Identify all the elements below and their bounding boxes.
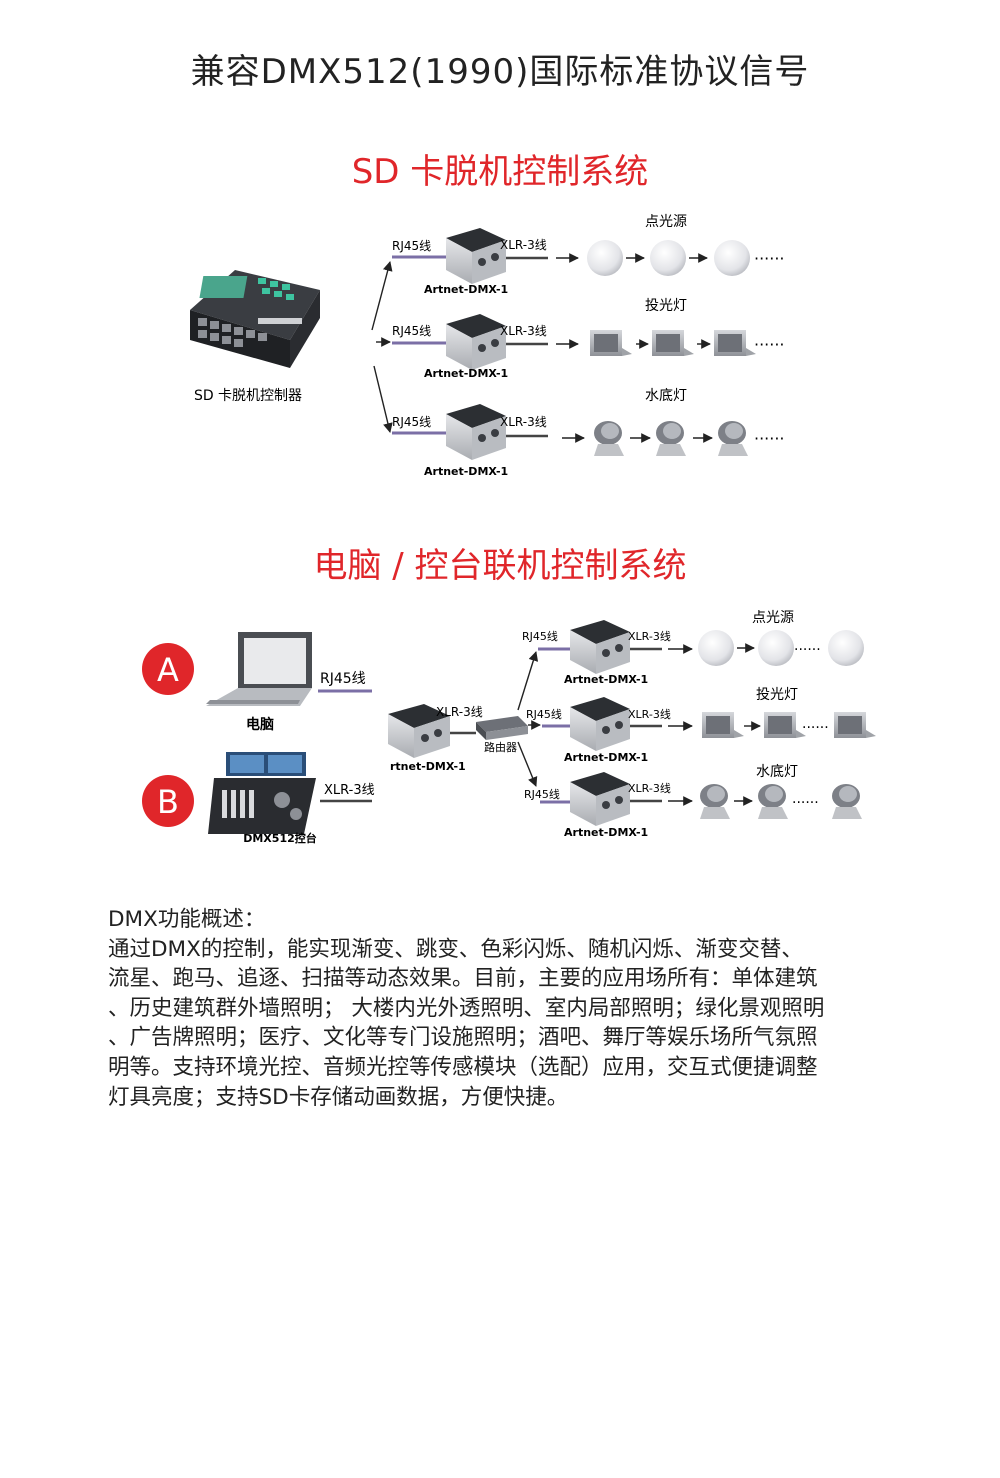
s2-b3-artnet-device [570, 772, 630, 826]
s2-b2-dots: ······ [802, 720, 829, 736]
s1-b3-underwater-light-1 [594, 421, 624, 456]
arrow-s2-branch-1 [517, 651, 539, 711]
s1-b3-fixture-label: 水底灯 [645, 388, 687, 404]
s2-b3-rj45-label: RJ45线 [524, 787, 560, 801]
description-line-2: 流星、跑马、追逐、扫描等动态效果。目前，主要的应用场所有：单体建筑 [108, 966, 818, 992]
s1-b1-point-light-2 [650, 240, 686, 276]
s1-b1-point-light-3 [714, 240, 750, 276]
arrow-s2-branch-3 [517, 741, 538, 787]
s2-b2-flood-light-3 [834, 712, 876, 738]
s2-branch-1: RJ45线 Artnet-DMX-1 XLR-3线 ······ 点光源 [522, 610, 864, 686]
s2-b3-underwater-light-2 [758, 784, 788, 819]
s2-b2-flood-light-1 [702, 712, 744, 738]
badge-a-letter: A [157, 651, 179, 689]
s1-b1-rj45-label: RJ45线 [392, 239, 431, 253]
s1-b2-artnet-device [446, 314, 506, 370]
hub-device-label: rtnet-DMX-1 [390, 760, 466, 773]
s2-b1-xlr-label: XLR-3线 [628, 629, 671, 643]
s2-b3-underwater-light-3 [832, 784, 862, 819]
computer-cable-label: RJ45线 [320, 671, 366, 687]
s1-b3-underwater-light-3 [718, 421, 748, 456]
s1-b3-rj45-label: RJ45线 [392, 415, 431, 429]
s2-b1-point-light-2 [758, 630, 794, 666]
s1-branch-3: RJ45线 Artnet-DMX-1 XLR-3线 ······ 水底灯 [392, 388, 785, 478]
s1-branch-1: RJ45线 Artnet-DMX-1 XLR-3线 ······ 点光源 [392, 214, 785, 296]
dmx-console-icon [208, 752, 316, 834]
s2-b2-device-label: Artnet-DMX-1 [564, 751, 648, 764]
section2-title: 电脑 / 控台联机控制系统 [313, 546, 687, 586]
s2-branch-3: RJ45线 Artnet-DMX-1 XLR-3线 ······ 水底灯 [524, 764, 862, 839]
s2-b3-device-label: Artnet-DMX-1 [564, 826, 648, 839]
s1-b2-flood-light-3 [714, 330, 756, 356]
description-line-1: 通过DMX的控制，能实现渐变、跳变、色彩闪烁、随机闪烁、渐变交替、 [108, 936, 803, 962]
system-diagram: SD 卡脱机控制器 RJ45线 Artnet-DMX-1 XLR-3线 ····… [142, 214, 876, 845]
s1-b2-flood-light-1 [590, 330, 632, 356]
page-title: 兼容DMX512(1990)国际标准协议信号 [190, 52, 810, 92]
arrow-branch-1 [371, 261, 393, 331]
description-line-4: 、广告牌照明；医疗、文化等专门设施照明；酒吧、舞厅等娱乐场所气氛照 [108, 1025, 818, 1051]
arrow-branch-3 [373, 365, 393, 433]
badge-a [142, 643, 194, 695]
s1-b1-device-label: Artnet-DMX-1 [424, 283, 508, 296]
s2-b3-xlr-label: XLR-3线 [628, 781, 671, 795]
description-line-3: 、历史建筑群外墙照明； 大楼内光外透照明、室内局部照明；绿化景观照明 [108, 995, 825, 1021]
s1-b3-device-label: Artnet-DMX-1 [424, 465, 508, 478]
s1-b2-dots: ······ [754, 335, 785, 354]
s1-b3-artnet-device [446, 404, 506, 460]
s2-branch-2: RJ45线 Artnet-DMX-1 XLR-3线 ······ 投光灯 [526, 687, 876, 764]
s1-b2-flood-light-2 [652, 330, 694, 356]
s2-b2-xlr-label: XLR-3线 [628, 707, 671, 721]
s2-b1-dots: ······ [794, 642, 821, 658]
s2-b3-dots: ······ [792, 795, 819, 811]
s2-b1-fixture-label: 点光源 [752, 610, 794, 626]
hub-cable-label: XLR-3线 [436, 705, 483, 719]
s2-b1-artnet-device [570, 620, 630, 674]
s2-b3-fixture-label: 水底灯 [756, 764, 798, 780]
description-line-6: 灯具亮度；支持SD卡存储动画数据，方便快捷。 [108, 1084, 569, 1110]
s2-b1-point-light-3 [828, 630, 864, 666]
s2-b1-point-light-1 [698, 630, 734, 666]
description-heading: DMX功能概述： [108, 907, 266, 932]
s1-b2-xlr-label: XLR-3线 [500, 324, 547, 338]
s1-b2-fixture-label: 投光灯 [645, 298, 687, 314]
badge-b [142, 775, 194, 827]
s2-b2-flood-light-2 [764, 712, 806, 738]
description-line-5: 明等。支持环境光控、音频光控等传感模块（选配）应用，交互式便捷调整 [108, 1054, 818, 1080]
s1-b3-underwater-light-2 [656, 421, 686, 456]
console-label: DMX512控台 [243, 831, 317, 845]
s1-b1-dots: ······ [754, 249, 785, 268]
sd-controller-device [190, 270, 320, 368]
description-block: DMX功能概述： 通过DMX的控制，能实现渐变、跳变、色彩闪烁、随机闪烁、渐变交… [108, 905, 908, 1112]
hub-artnet-device [388, 704, 450, 758]
section1-title: SD 卡脱机控制系统 [351, 152, 649, 192]
s2-b2-fixture-label: 投光灯 [756, 687, 798, 703]
sd-controller-label: SD 卡脱机控制器 [194, 388, 302, 404]
s1-b1-artnet-device [446, 228, 506, 284]
s2-b3-underwater-light-1 [700, 784, 730, 819]
laptop-icon [206, 632, 312, 706]
s2-b1-device-label: Artnet-DMX-1 [564, 673, 648, 686]
badge-b-letter: B [157, 783, 179, 821]
s1-b3-dots: ······ [754, 429, 785, 448]
s1-b2-rj45-label: RJ45线 [392, 324, 431, 338]
router-icon [476, 716, 528, 740]
computer-label: 电脑 [246, 716, 274, 733]
console-cable-label: XLR-3线 [324, 783, 375, 798]
s2-b2-artnet-device [570, 697, 630, 751]
s1-b2-device-label: Artnet-DMX-1 [424, 367, 508, 380]
s1-b1-point-light-1 [587, 240, 623, 276]
s1-branch-2: RJ45线 Artnet-DMX-1 XLR-3线 ······ 投光灯 [392, 298, 785, 380]
router-label: 路由器 [484, 740, 517, 754]
s1-b1-fixture-label: 点光源 [645, 214, 687, 230]
s1-b3-xlr-label: XLR-3线 [500, 415, 547, 429]
s2-b2-rj45-label: RJ45线 [526, 707, 562, 721]
s2-b1-rj45-label: RJ45线 [522, 629, 558, 643]
s1-b1-xlr-label: XLR-3线 [500, 238, 547, 252]
